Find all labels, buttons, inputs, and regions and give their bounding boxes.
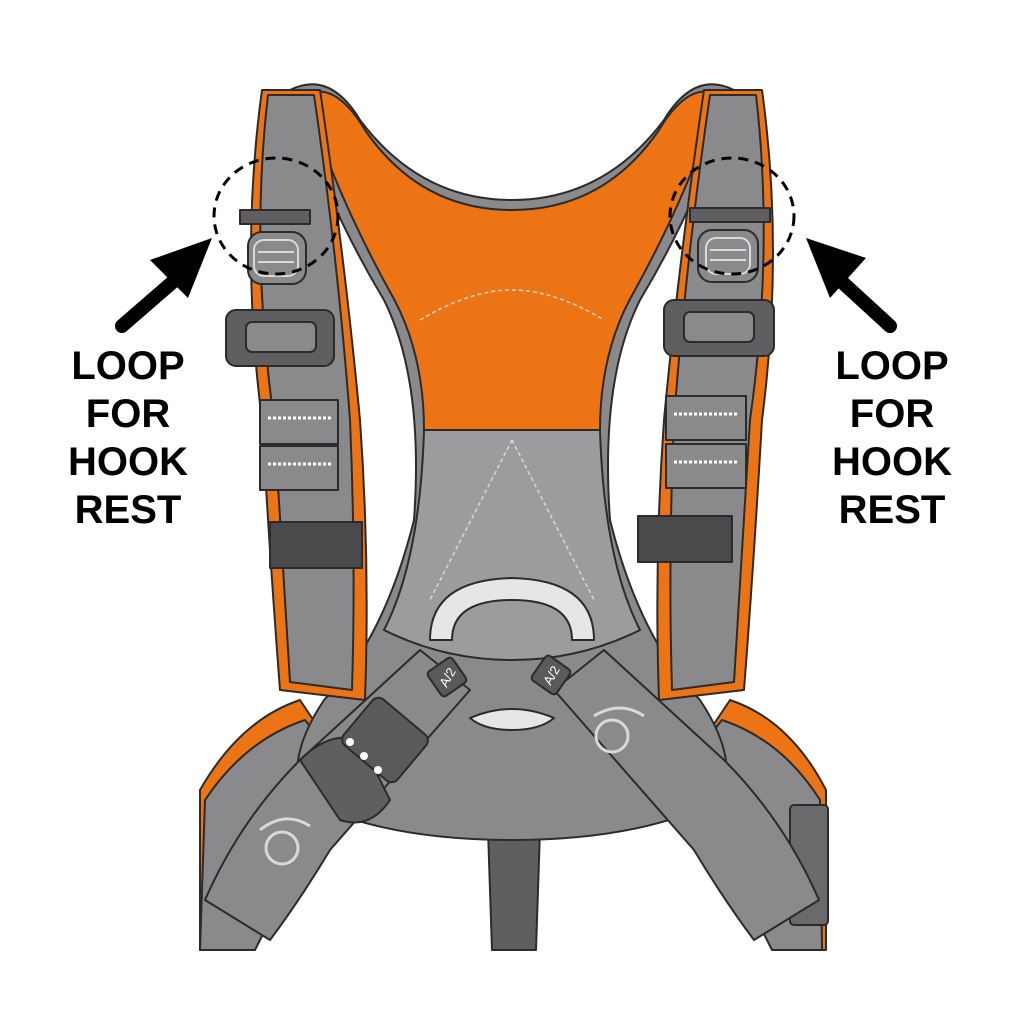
callout-right-line-2: FOR [849,392,935,436]
callout-label-right: LOOP FOR HOOK REST [812,342,972,534]
callout-left-line-2: FOR [85,392,171,436]
back-pad [289,83,735,841]
logo-mark-right [593,706,645,754]
d-ring-icon [429,577,595,731]
dashed-circle-icon [212,156,340,276]
left-shoulder-strap [225,89,368,701]
callout-right-line-3: HOOK [832,440,952,484]
callout-left-line-3: HOOK [68,440,188,484]
a2-badge-left: A/2 [426,656,468,698]
buckle-icon [341,696,429,784]
right-shoulder-strap [637,89,775,701]
callout-right-line-1: LOOP [835,344,949,388]
callout-label-left: LOOP FOR HOOK REST [48,342,208,534]
left-hook-rest-loop [239,209,311,225]
callout-left-line-4: REST [74,488,182,532]
dashed-circle-icon [668,156,796,276]
left-keeper [269,521,363,569]
a2-badge-right: A/2 [530,654,572,696]
arrow-icon [115,238,212,333]
center-strap [487,829,541,951]
arrow-icon [806,238,897,333]
logo-mark-left [259,817,311,866]
front-straps: A/2 A/2 [204,649,820,941]
callout-left-line-1: LOOP [71,344,185,388]
right-keeper [637,515,733,563]
right-hook-rest-loop [689,207,771,223]
callout-right-line-4: REST [838,488,946,532]
